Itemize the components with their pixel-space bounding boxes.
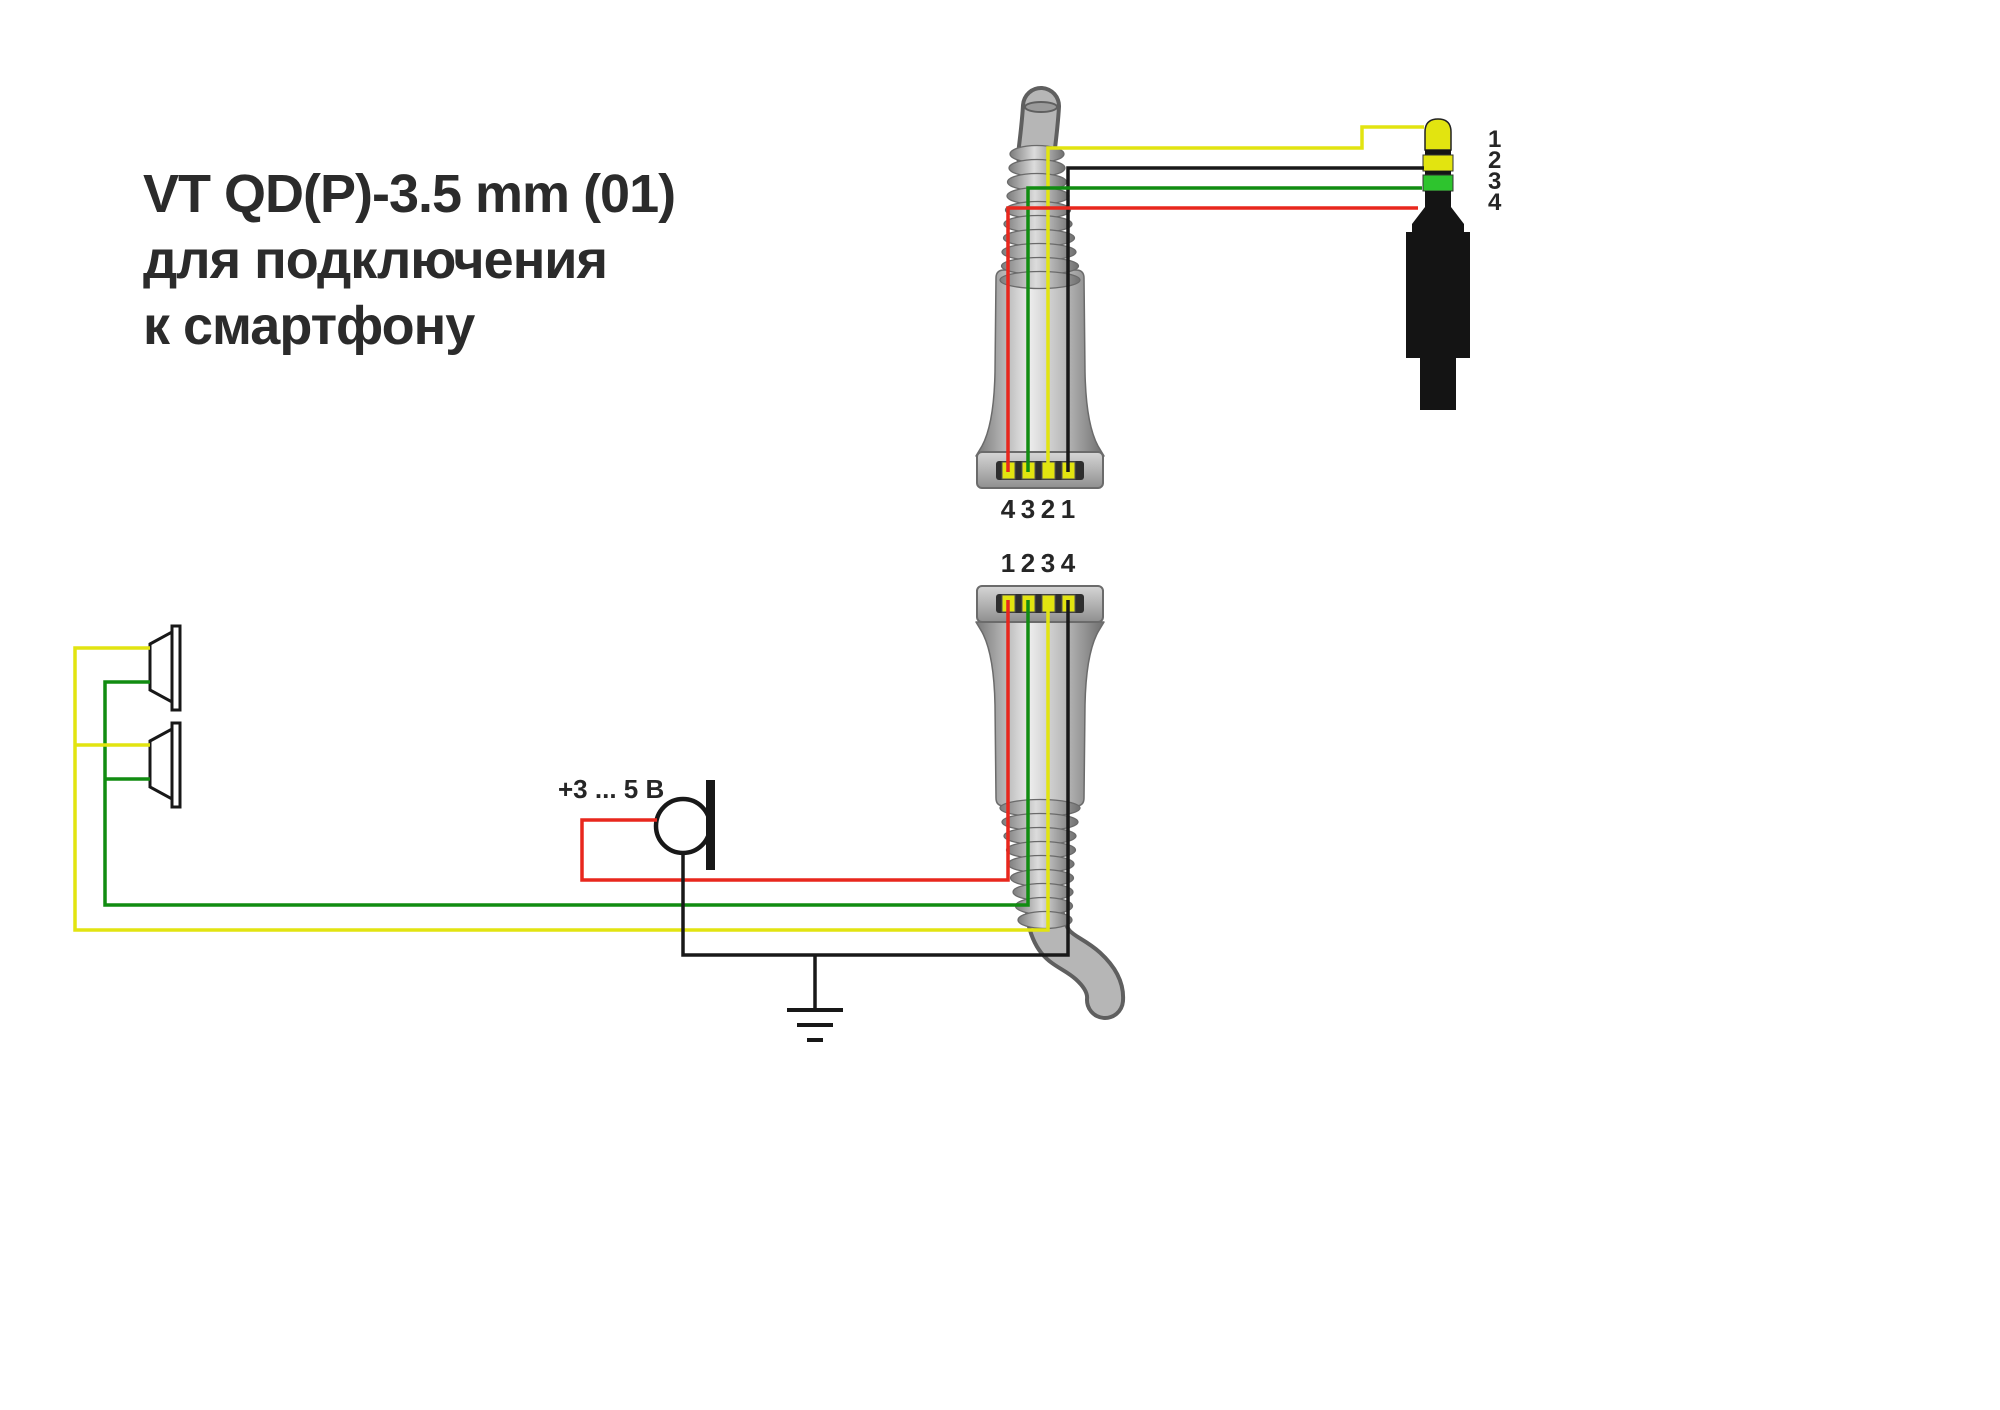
connector-body [975, 621, 1105, 807]
pin-label: 3 [1041, 548, 1055, 578]
strain-relief [999, 144, 1081, 290]
pin-label: 2 [1021, 548, 1035, 578]
jack-pin-label-2: 2 [1488, 147, 1501, 174]
connector-body [975, 269, 1105, 457]
cable-end-cap [1024, 101, 1058, 113]
pin-label: 3 [1021, 494, 1035, 524]
wire-black-top [1066, 166, 1424, 472]
jack-neck [1425, 191, 1451, 208]
microphone: +3 ... 5 В [558, 774, 715, 870]
jack-separator [1425, 171, 1451, 175]
jack-pin-label-3: 3 [1488, 168, 1501, 195]
jack-boot [1420, 358, 1456, 410]
mic-membrane [706, 780, 715, 870]
pin-label: 4 [1061, 548, 1076, 578]
pin-label: 2 [1041, 494, 1055, 524]
title-line-2: для подключения [143, 230, 607, 290]
trs-jack-plug: 1 2 3 4 [1406, 118, 1502, 410]
jack-separator [1425, 150, 1451, 155]
ground-symbol [787, 1008, 843, 1042]
jack-collar [1412, 207, 1464, 232]
speaker-bottom [148, 721, 182, 809]
jack-ring-2-band [1422, 174, 1454, 192]
speaker-frame [170, 624, 182, 712]
rib-segment [1017, 910, 1073, 930]
wire-yellow-speakers [73, 600, 1050, 932]
speaker-top [148, 624, 182, 712]
title-line-3: к смартфону [143, 296, 475, 356]
qd-connector-top: 4 3 2 1 [975, 86, 1105, 524]
pin-label: 4 [1001, 494, 1016, 524]
mic-voltage-label: +3 ... 5 В [558, 774, 664, 804]
wire-green-speakers [103, 600, 1030, 907]
wires [73, 125, 1424, 1010]
title-line-1: VT QD(P)-3.5 mm (01) [143, 164, 675, 224]
jack-pin-label-4: 4 [1488, 189, 1502, 216]
jack-pin-label-1: 1 [1488, 126, 1501, 153]
diagram-title: VT QD(P)-3.5 mm (01) для подключения к с… [143, 164, 676, 356]
cable [1029, 900, 1122, 1016]
wire-red-mic [580, 600, 1010, 882]
qd-connector-bottom: 1 2 3 4 [975, 548, 1126, 1020]
mic-capsule [653, 796, 713, 856]
wire-yellow-top [1046, 125, 1424, 472]
wire-red-top [1006, 206, 1418, 472]
wire-black-ground [681, 600, 1070, 957]
pin-label: 1 [1061, 494, 1075, 524]
pin-label: 1 [1001, 548, 1015, 578]
speaker-cone [148, 629, 174, 705]
jack-body [1406, 232, 1470, 358]
speaker-frame [170, 721, 182, 809]
strain-relief [999, 798, 1081, 930]
jack-tip [1424, 118, 1452, 151]
wire-green-top [1026, 186, 1422, 472]
jack-ring-1-band [1422, 154, 1454, 172]
speaker-cone [148, 726, 174, 802]
rib-segment [999, 270, 1081, 290]
